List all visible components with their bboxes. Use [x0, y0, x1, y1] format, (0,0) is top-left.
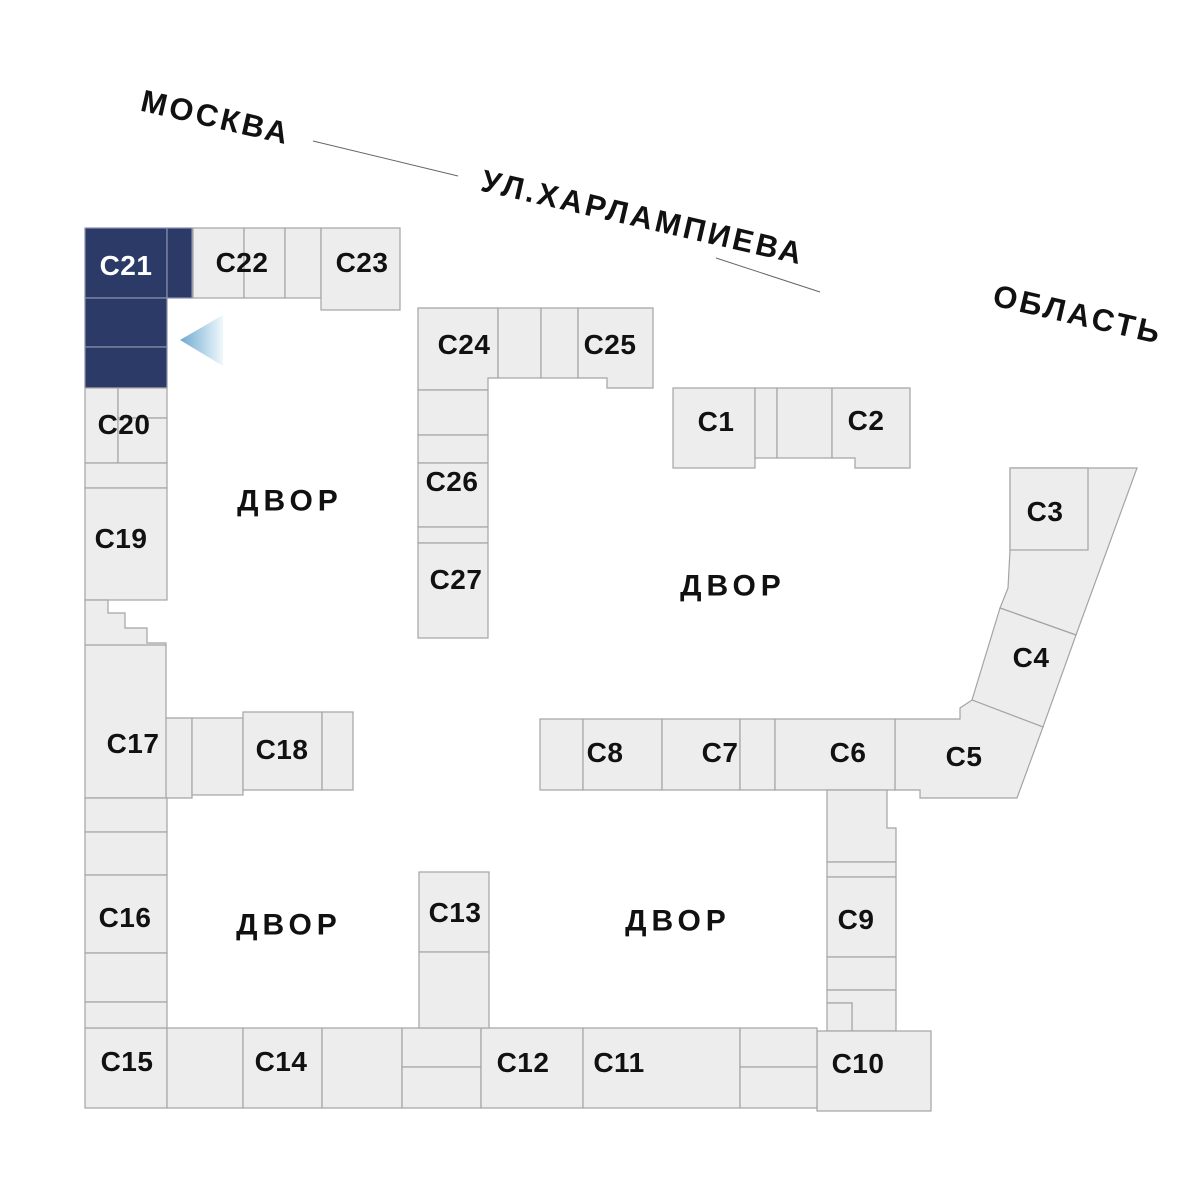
building-section — [540, 307, 579, 379]
building-section — [739, 1066, 818, 1109]
building-section — [417, 526, 489, 544]
building-section — [776, 387, 833, 459]
building-section — [321, 711, 354, 791]
courtyard-label: ДВОР — [237, 485, 343, 518]
building-section — [417, 389, 489, 436]
building-section — [826, 861, 897, 878]
building-c10[interactable] — [816, 1030, 932, 1112]
building-section — [417, 434, 489, 464]
building-c2[interactable] — [831, 387, 911, 469]
building-c11-label: С11 — [593, 1047, 644, 1078]
building-section — [84, 831, 168, 876]
building-c23[interactable] — [320, 227, 401, 311]
selected-building-arrow-icon — [180, 315, 223, 366]
building-c17[interactable] — [84, 599, 193, 799]
street-label-kharlampieva: УЛ.ХАРЛАМПИЕВА — [478, 163, 808, 271]
building-section — [166, 1027, 244, 1109]
building-c14[interactable] — [242, 1027, 323, 1109]
building-c24-label: С24 — [438, 329, 491, 360]
building-c26-label: С26 — [426, 466, 479, 497]
building-c19[interactable] — [84, 487, 168, 601]
building-c2-label: С2 — [848, 405, 885, 436]
courtyard-label: ДВОР — [625, 905, 731, 938]
building-c5-label: С5 — [946, 741, 983, 772]
building-section — [84, 797, 168, 833]
building-c15-label: С15 — [101, 1046, 154, 1077]
building-section — [497, 307, 542, 379]
street-line — [715, 257, 821, 293]
building-section — [284, 227, 322, 299]
building-section — [117, 417, 168, 464]
building-c25[interactable] — [577, 307, 654, 389]
building-c16-label: С16 — [99, 902, 152, 933]
building-section — [754, 387, 778, 459]
building-c6-label: С6 — [830, 737, 867, 768]
building-c20-label: С20 — [98, 409, 151, 440]
building-c22-label: С22 — [216, 247, 269, 278]
building-c20[interactable] — [84, 462, 168, 489]
building-c18-label: С18 — [256, 734, 309, 765]
building-c3-label: С3 — [1027, 496, 1064, 527]
building-c18[interactable] — [242, 711, 323, 791]
building-c27-label: С27 — [430, 564, 483, 595]
building-c3[interactable] — [1009, 467, 1089, 551]
street-label-oblast: ОБЛАСТЬ — [990, 278, 1166, 351]
courtyard-label: ДВОР — [236, 909, 342, 942]
building-c9-label: С9 — [838, 904, 875, 935]
building-c25-label: С25 — [584, 329, 637, 360]
building-section — [401, 1066, 482, 1109]
building-c19-label: С19 — [95, 523, 148, 554]
building-c8[interactable] — [582, 718, 663, 791]
building-section — [539, 718, 584, 791]
building-section — [84, 1001, 168, 1029]
building-c11[interactable] — [582, 1027, 741, 1109]
building-c13-label: С13 — [429, 897, 482, 928]
building-c23-label: С23 — [336, 247, 389, 278]
building-c7[interactable] — [661, 718, 741, 791]
building-c10-label: С10 — [832, 1048, 885, 1079]
building-c6[interactable] — [774, 718, 896, 791]
building-c17-label: С17 — [107, 728, 160, 759]
building-section — [739, 718, 776, 791]
building-c5[interactable] — [894, 699, 1044, 799]
building-section — [418, 951, 490, 1029]
street-label-moscow: МОСКВА — [138, 83, 294, 151]
building-c22[interactable] — [243, 227, 286, 299]
building-c14-label: С14 — [255, 1046, 308, 1077]
building-section — [826, 956, 897, 991]
building-c4-label: С4 — [1013, 642, 1050, 673]
building-c8-label: С8 — [587, 737, 624, 768]
building-section — [826, 1002, 853, 1032]
building-c7-label: С7 — [702, 737, 739, 768]
building-c9[interactable] — [826, 876, 897, 958]
building-c1-label: С1 — [698, 406, 735, 437]
building-c12-label: С12 — [497, 1047, 550, 1078]
building-c27[interactable] — [417, 542, 489, 639]
street-line — [312, 140, 459, 177]
courtyard-label: ДВОР — [680, 570, 786, 603]
building-c21-label: С21 — [100, 250, 153, 281]
building-section — [191, 717, 244, 796]
building-c13[interactable] — [418, 871, 490, 953]
building-section — [739, 1027, 818, 1068]
building-section — [321, 1027, 403, 1109]
building-c1[interactable] — [672, 387, 756, 469]
building-section — [401, 1027, 482, 1068]
building-c21[interactable] — [84, 227, 193, 389]
building-section — [826, 789, 897, 863]
building-section — [84, 952, 168, 1003]
